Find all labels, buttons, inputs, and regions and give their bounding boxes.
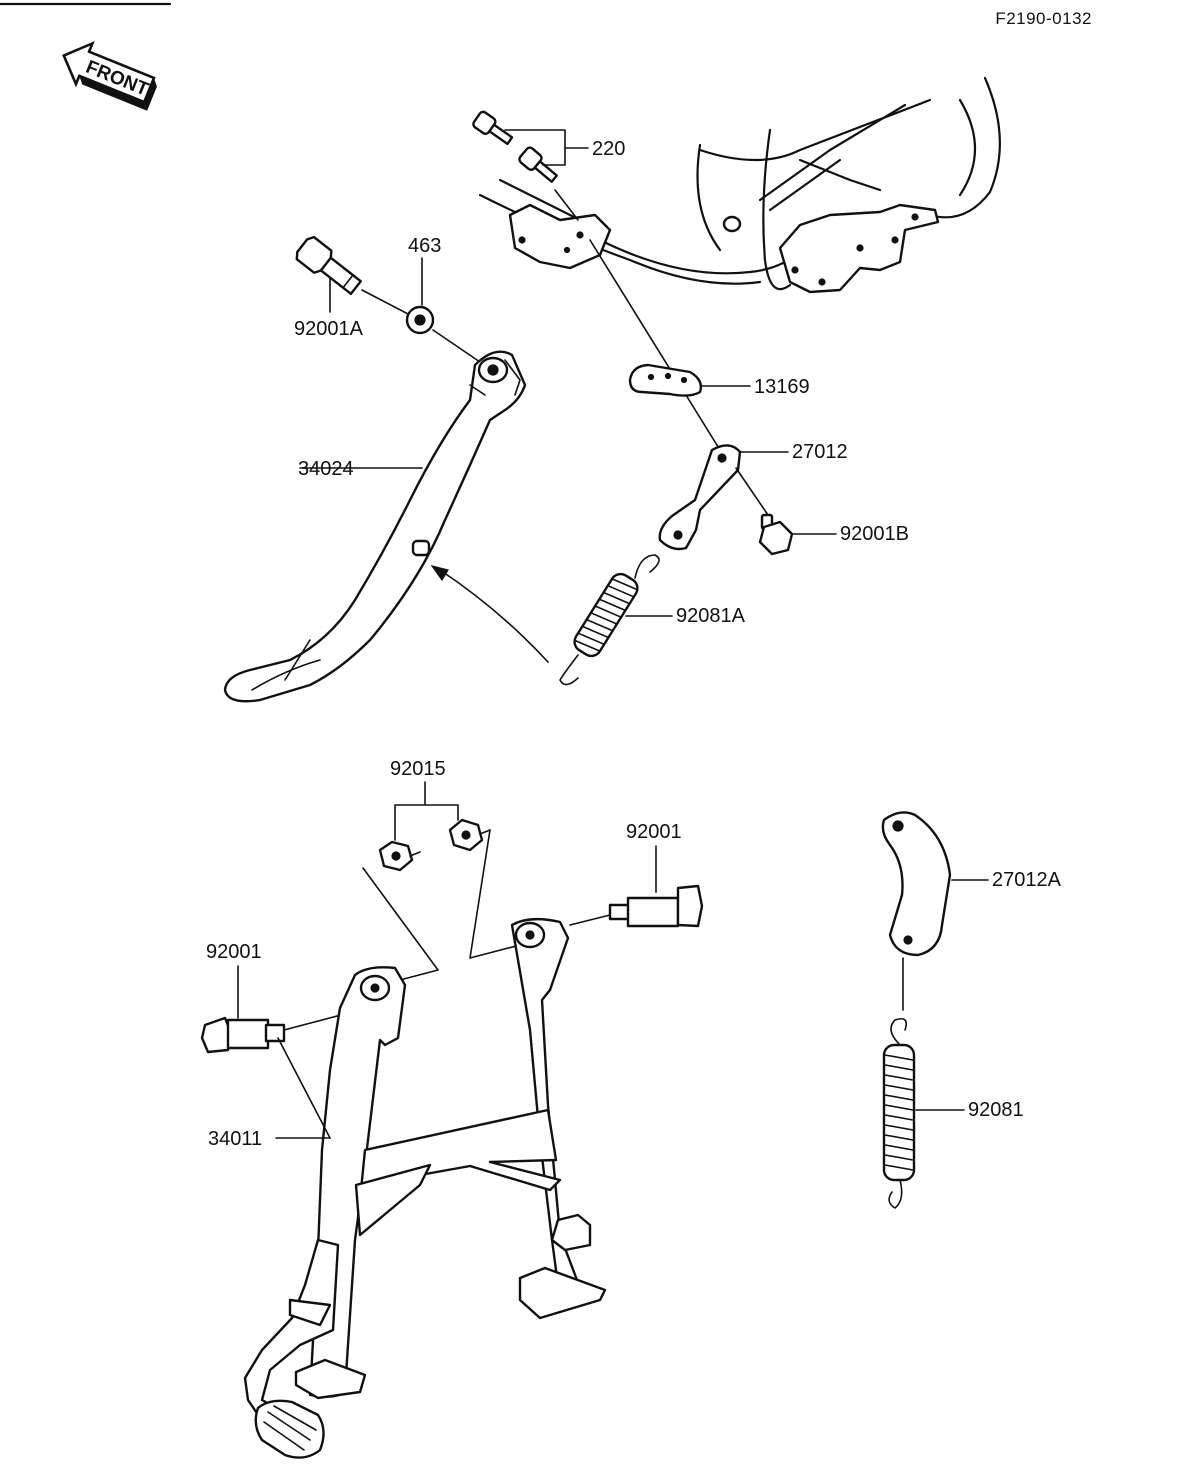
figure-code: F2190-0132 (995, 9, 1092, 28)
callout-34011: 34011 (208, 1128, 262, 1150)
callout-92001-right: 92001 (626, 821, 682, 843)
callout-34024: 34024 (298, 458, 354, 480)
bracket-27012 (658, 444, 789, 551)
bolts-220 (472, 110, 589, 221)
front-direction-arrow: FRONT (62, 40, 157, 111)
callout-92001B: 92001B (840, 523, 909, 545)
callout-92081A: 92081A (676, 605, 746, 627)
nuts-92015 (362, 781, 521, 981)
bolt-92001-right (569, 845, 704, 928)
frame-section (478, 76, 1001, 294)
callout-27012: 27012 (792, 441, 848, 463)
callout-13169: 13169 (754, 376, 810, 398)
side-stand-assembly (223, 235, 549, 703)
bolt-92001B (758, 513, 837, 556)
callout-92081: 92081 (968, 1099, 1024, 1121)
callout-27012A: 27012A (992, 869, 1062, 891)
callout-463: 463 (408, 235, 441, 257)
callout-220: 220 (592, 138, 625, 160)
callout-92015: 92015 (390, 758, 446, 780)
plate-13169 (589, 239, 751, 451)
callout-92001A: 92001A (294, 318, 364, 340)
callout-92001-left: 92001 (206, 941, 262, 963)
spring-92081 (882, 1017, 965, 1209)
bracket-27012A (881, 811, 989, 1011)
center-stand-34011 (243, 917, 607, 1459)
spring-92081A (559, 554, 673, 686)
